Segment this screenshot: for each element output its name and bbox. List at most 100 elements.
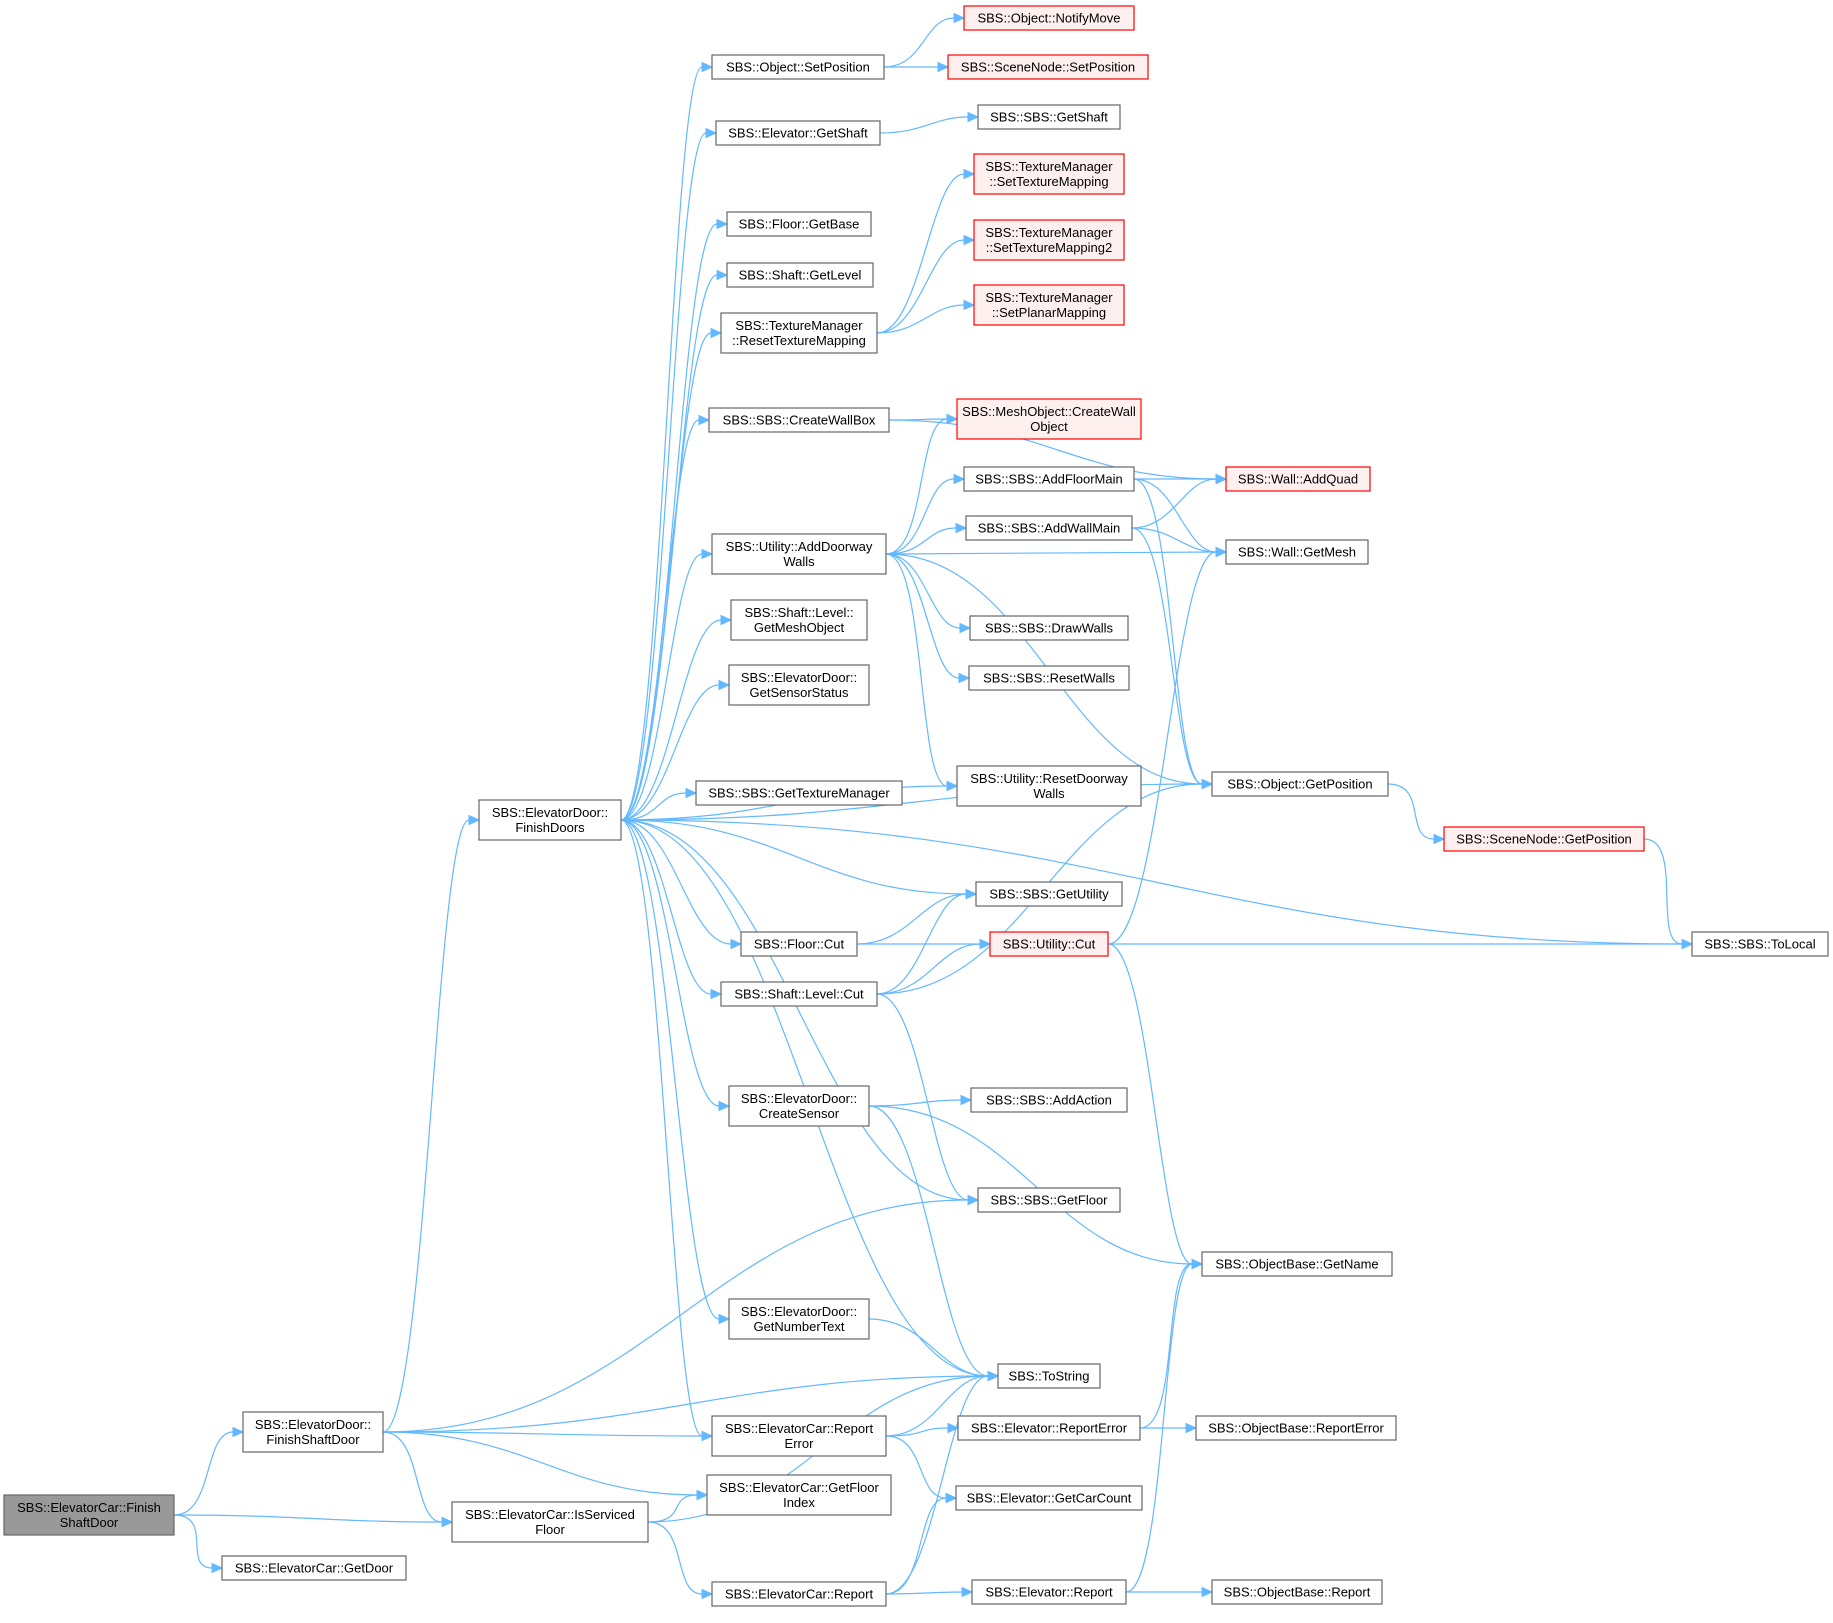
node-box (1195, 1415, 1397, 1441)
node-label: SBS::TextureManager (985, 290, 1113, 305)
call-edge (885, 553, 971, 684)
node-label: SBS::Wall::AddQuad (1238, 472, 1358, 487)
node-label: GetNumberText (753, 1319, 844, 1334)
node-sn-get-position[interactable]: SBS::SceneNode::GetPosition (1443, 826, 1645, 852)
node-ob-get-name[interactable]: SBS::ObjectBase::GetName (1201, 1251, 1393, 1277)
edge-line (1131, 527, 1217, 553)
edge-line (876, 893, 967, 995)
node-label: Walls (1033, 786, 1065, 801)
edge-line (876, 943, 981, 995)
node-label: SBS::TextureManager (735, 318, 863, 333)
node-sbs-add-floor-main[interactable]: SBS::SBS::AddFloorMain (963, 466, 1135, 492)
call-edge (382, 1430, 714, 1442)
edge-line (1131, 478, 1217, 529)
node-shaft-level-get-mesh[interactable]: SBS::Shaft::Level::GetMeshObject (730, 599, 868, 641)
arrowhead-icon (963, 168, 976, 180)
node-label: SBS::Wall::GetMesh (1238, 545, 1356, 560)
call-edge (1140, 1422, 1198, 1434)
node-el-report[interactable]: SBS::Elevator::Report (971, 1579, 1127, 1605)
node-label: SBS::Elevator::GetCarCount (967, 1491, 1132, 1506)
node-tm-set-planar[interactable]: SBS::TextureManager::SetPlanarMapping (973, 284, 1125, 326)
node-shaft-get-level[interactable]: SBS::Shaft::GetLevel (726, 262, 874, 288)
node-sbs-add-action[interactable]: SBS::SBS::AddAction (970, 1087, 1128, 1113)
node-ec-report[interactable]: SBS::ElevatorCar::Report (711, 1581, 887, 1607)
node-box (963, 466, 1135, 492)
arrowhead-icon (945, 1492, 958, 1504)
node-box (1225, 466, 1371, 492)
node-label: SBS::SBS::AddFloorMain (975, 472, 1122, 487)
node-sbs-get-floor[interactable]: SBS::SBS::GetFloor (977, 1187, 1121, 1213)
node-obj-notify-move[interactable]: SBS::Object::NotifyMove (963, 5, 1135, 31)
node-ed-finish-doors[interactable]: SBS::ElevatorDoor::FinishDoors (478, 799, 622, 841)
arrowhead-icon (953, 12, 966, 24)
node-box (965, 515, 1133, 541)
arrowhead-icon (1201, 778, 1214, 790)
node-box (711, 1581, 887, 1607)
node-box (957, 1415, 1141, 1441)
node-ec-report-error[interactable]: SBS::ElevatorCar::ReportError (711, 1415, 887, 1457)
node-floor-cut[interactable]: SBS::Floor::Cut (740, 931, 858, 957)
node-obj-get-position[interactable]: SBS::Object::GetPosition (1211, 771, 1389, 797)
node-ob-report-error[interactable]: SBS::ObjectBase::ReportError (1195, 1415, 1397, 1441)
node-el-get-shaft[interactable]: SBS::Elevator::GetShaft (715, 120, 881, 146)
call-nodes: SBS::ElevatorCar::FinishShaftDoorSBS::El… (3, 5, 1829, 1607)
arrowhead-icon (701, 1430, 714, 1442)
arrowhead-icon (705, 127, 718, 139)
call-edge (1107, 546, 1228, 945)
node-sn-set-position[interactable]: SBS::SceneNode::SetPosition (947, 54, 1149, 80)
node-box (971, 1579, 1127, 1605)
node-ob-report[interactable]: SBS::ObjectBase::Report (1211, 1579, 1383, 1605)
node-ed-get-number[interactable]: SBS::ElevatorDoor::GetNumberText (728, 1298, 870, 1340)
node-tm-set-tex[interactable]: SBS::TextureManager::SetTextureMapping (973, 153, 1125, 195)
node-sbs-get-texman[interactable]: SBS::SBS::GetTextureManager (695, 780, 903, 806)
edge-line (1133, 478, 1217, 553)
node-sbs-get-shaft[interactable]: SBS::SBS::GetShaft (977, 104, 1121, 130)
node-sbs-add-wall-main[interactable]: SBS::SBS::AddWallMain (965, 515, 1133, 541)
node-box (956, 398, 1142, 440)
call-edge (620, 614, 733, 821)
node-shaft-level-cut[interactable]: SBS::Shaft::Level::Cut (720, 981, 878, 1007)
arrowhead-icon (947, 1422, 960, 1434)
node-wall-get-mesh[interactable]: SBS::Wall::GetMesh (1225, 539, 1369, 565)
call-edge (876, 993, 980, 1206)
call-edge (1643, 838, 1694, 950)
node-sbs-draw-walls[interactable]: SBS::SBS::DrawWalls (969, 615, 1129, 641)
node-label: SBS::SceneNode::GetPosition (1456, 832, 1632, 847)
node-el-get-car-count[interactable]: SBS::Elevator::GetCarCount (955, 1485, 1143, 1511)
node-label: SBS::Elevator::Report (985, 1585, 1113, 1600)
node-sbs-to-local[interactable]: SBS::SBS::ToLocal (1691, 931, 1829, 957)
call-edge (885, 553, 959, 792)
node-tm-set-tex2[interactable]: SBS::TextureManager::SetTextureMapping2 (973, 219, 1125, 261)
node-finish-shaft-door[interactable]: SBS::ElevatorCar::FinishShaftDoor (3, 1494, 175, 1536)
call-edge (173, 1426, 245, 1516)
node-ec-get-door[interactable]: SBS::ElevatorCar::GetDoor (221, 1555, 407, 1581)
node-tm-reset[interactable]: SBS::TextureManager::ResetTextureMapping (720, 312, 878, 354)
edge-line (647, 1494, 698, 1523)
node-util-cut[interactable]: SBS::Utility::Cut (989, 931, 1109, 957)
node-box (720, 312, 878, 354)
node-sbs-get-utility[interactable]: SBS::SBS::GetUtility (975, 881, 1123, 907)
node-sbs-create-wallbox[interactable]: SBS::SBS::CreateWallBox (708, 407, 890, 433)
node-ed-create-sensor[interactable]: SBS::ElevatorDoor::CreateSensor (728, 1085, 870, 1127)
node-sbs-tostring[interactable]: SBS::ToString (997, 1363, 1101, 1389)
arrowhead-icon (955, 522, 968, 534)
edge-line (885, 553, 961, 629)
node-floor-get-base[interactable]: SBS::Floor::GetBase (726, 211, 872, 237)
node-label: SBS::Shaft::GetLevel (739, 268, 862, 283)
arrowhead-icon (698, 414, 711, 426)
node-obj-set-position[interactable]: SBS::Object::SetPosition (711, 54, 885, 80)
node-ed-finish-shaft-door[interactable]: SBS::ElevatorDoor::FinishShaftDoor (242, 1411, 384, 1453)
node-box (989, 931, 1109, 957)
edge-line (1107, 551, 1217, 945)
node-sbs-reset-walls[interactable]: SBS::SBS::ResetWalls (968, 665, 1130, 691)
node-el-report-error[interactable]: SBS::Elevator::ReportError (957, 1415, 1141, 1441)
node-wall-add-quad[interactable]: SBS::Wall::AddQuad (1225, 466, 1371, 492)
node-ed-get-sensor[interactable]: SBS::ElevatorDoor::GetSensorStatus (728, 664, 870, 706)
edge-line (620, 819, 720, 1107)
node-label: Index (783, 1495, 815, 1510)
